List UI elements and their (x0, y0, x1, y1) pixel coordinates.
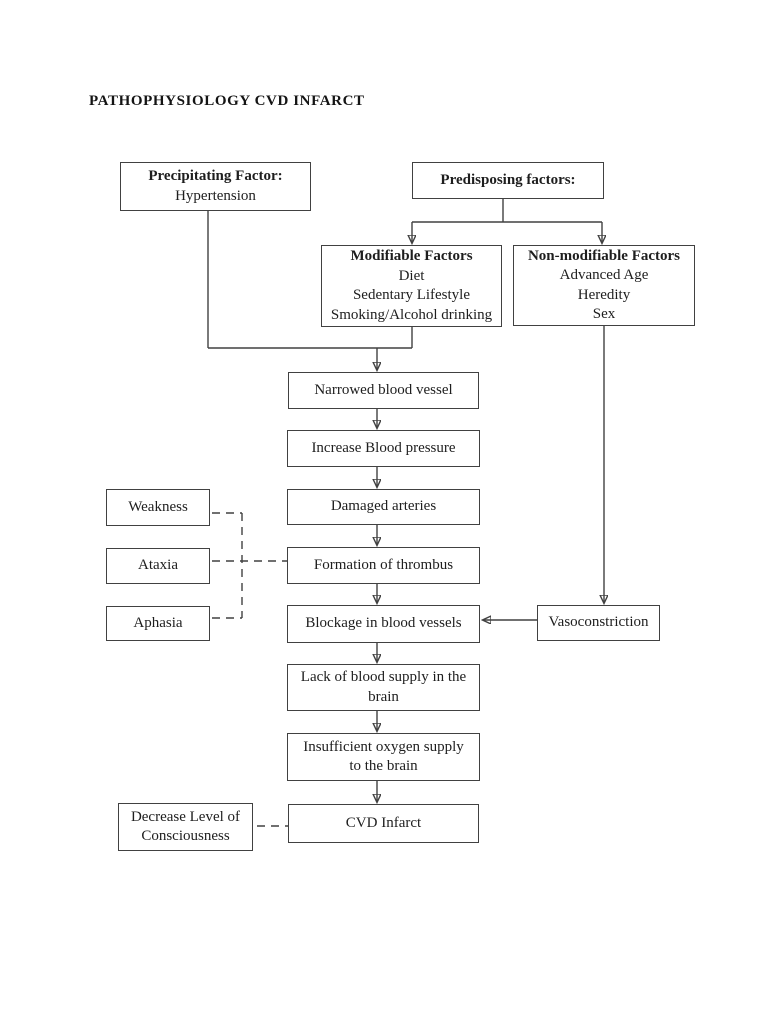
node-aphasia: Aphasia (106, 606, 210, 641)
insufficient-oxygen-line: Insufficient oxygen supply (303, 738, 464, 755)
node-cvd-infarct: CVD Infarct (288, 804, 479, 843)
modifiable-heading: Modifiable Factors (350, 248, 473, 264)
decrease-loc-line: Decrease Level of (130, 808, 241, 825)
node-predisposing-factors: Predisposing factors: (412, 162, 604, 199)
node-ataxia: Ataxia (106, 548, 210, 584)
precipitating-heading: Precipitating Factor: (148, 168, 283, 184)
predisposing-heading: Predisposing factors: (440, 171, 576, 188)
cvd-infarct-label: CVD Infarct (345, 814, 422, 831)
node-increase-blood-pressure: Increase Blood pressure (287, 430, 480, 467)
thrombus-label: Formation of thrombus (313, 556, 454, 573)
node-weakness: Weakness (106, 489, 210, 526)
node-damaged-arteries: Damaged arteries (287, 489, 480, 525)
node-formation-of-thrombus: Formation of thrombus (287, 547, 480, 584)
node-decrease-level-of-consciousness: Decrease Level of Consciousness (118, 803, 253, 851)
lack-supply-line: brain (368, 688, 399, 705)
blockage-label: Blockage in blood vessels (305, 615, 462, 632)
modifiable-item: Diet (398, 267, 425, 284)
lack-supply-line: Lack of blood supply in the (300, 669, 467, 685)
insufficient-oxygen-line: to the brain (349, 758, 418, 774)
ataxia-label: Ataxia (138, 557, 178, 574)
damaged-label: Damaged arteries (330, 498, 437, 515)
node-non-modifiable-factors: Non-modifiable Factors Advanced Age Here… (513, 245, 695, 326)
weakness-label: Weakness (128, 498, 188, 515)
node-blockage-blood-vessels: Blockage in blood vessels (287, 605, 480, 643)
node-modifiable-factors: Modifiable Factors Diet Sedentary Lifest… (321, 245, 502, 327)
aphasia-label: Aphasia (133, 614, 183, 631)
vasoconstriction-label: Vasoconstriction (548, 614, 649, 631)
non-modifiable-heading: Non-modifiable Factors (527, 247, 681, 264)
increase-bp-label: Increase Blood pressure (311, 439, 456, 456)
non-modifiable-item: Sex (592, 306, 616, 322)
node-lack-of-blood-supply: Lack of blood supply in the brain (287, 664, 480, 711)
precipitating-body: Hypertension (175, 187, 256, 204)
node-vasoconstriction: Vasoconstriction (537, 605, 660, 641)
narrowed-label: Narrowed blood vessel (314, 381, 453, 398)
non-modifiable-item: Heredity (577, 286, 631, 303)
decrease-loc-line: Consciousness (141, 828, 230, 844)
node-insufficient-oxygen-supply: Insufficient oxygen supply to the brain (287, 733, 480, 781)
modifiable-item: Smoking/Alcohol drinking (330, 306, 493, 323)
node-narrowed-blood-vessel: Narrowed blood vessel (288, 372, 479, 409)
modifiable-item: Sedentary Lifestyle (352, 287, 471, 303)
page-title: PATHOPHYSIOLOGY CVD INFARCT (89, 93, 365, 109)
non-modifiable-item: Advanced Age (559, 267, 649, 283)
node-precipitating-factor: Precipitating Factor: Hypertension (120, 162, 311, 211)
